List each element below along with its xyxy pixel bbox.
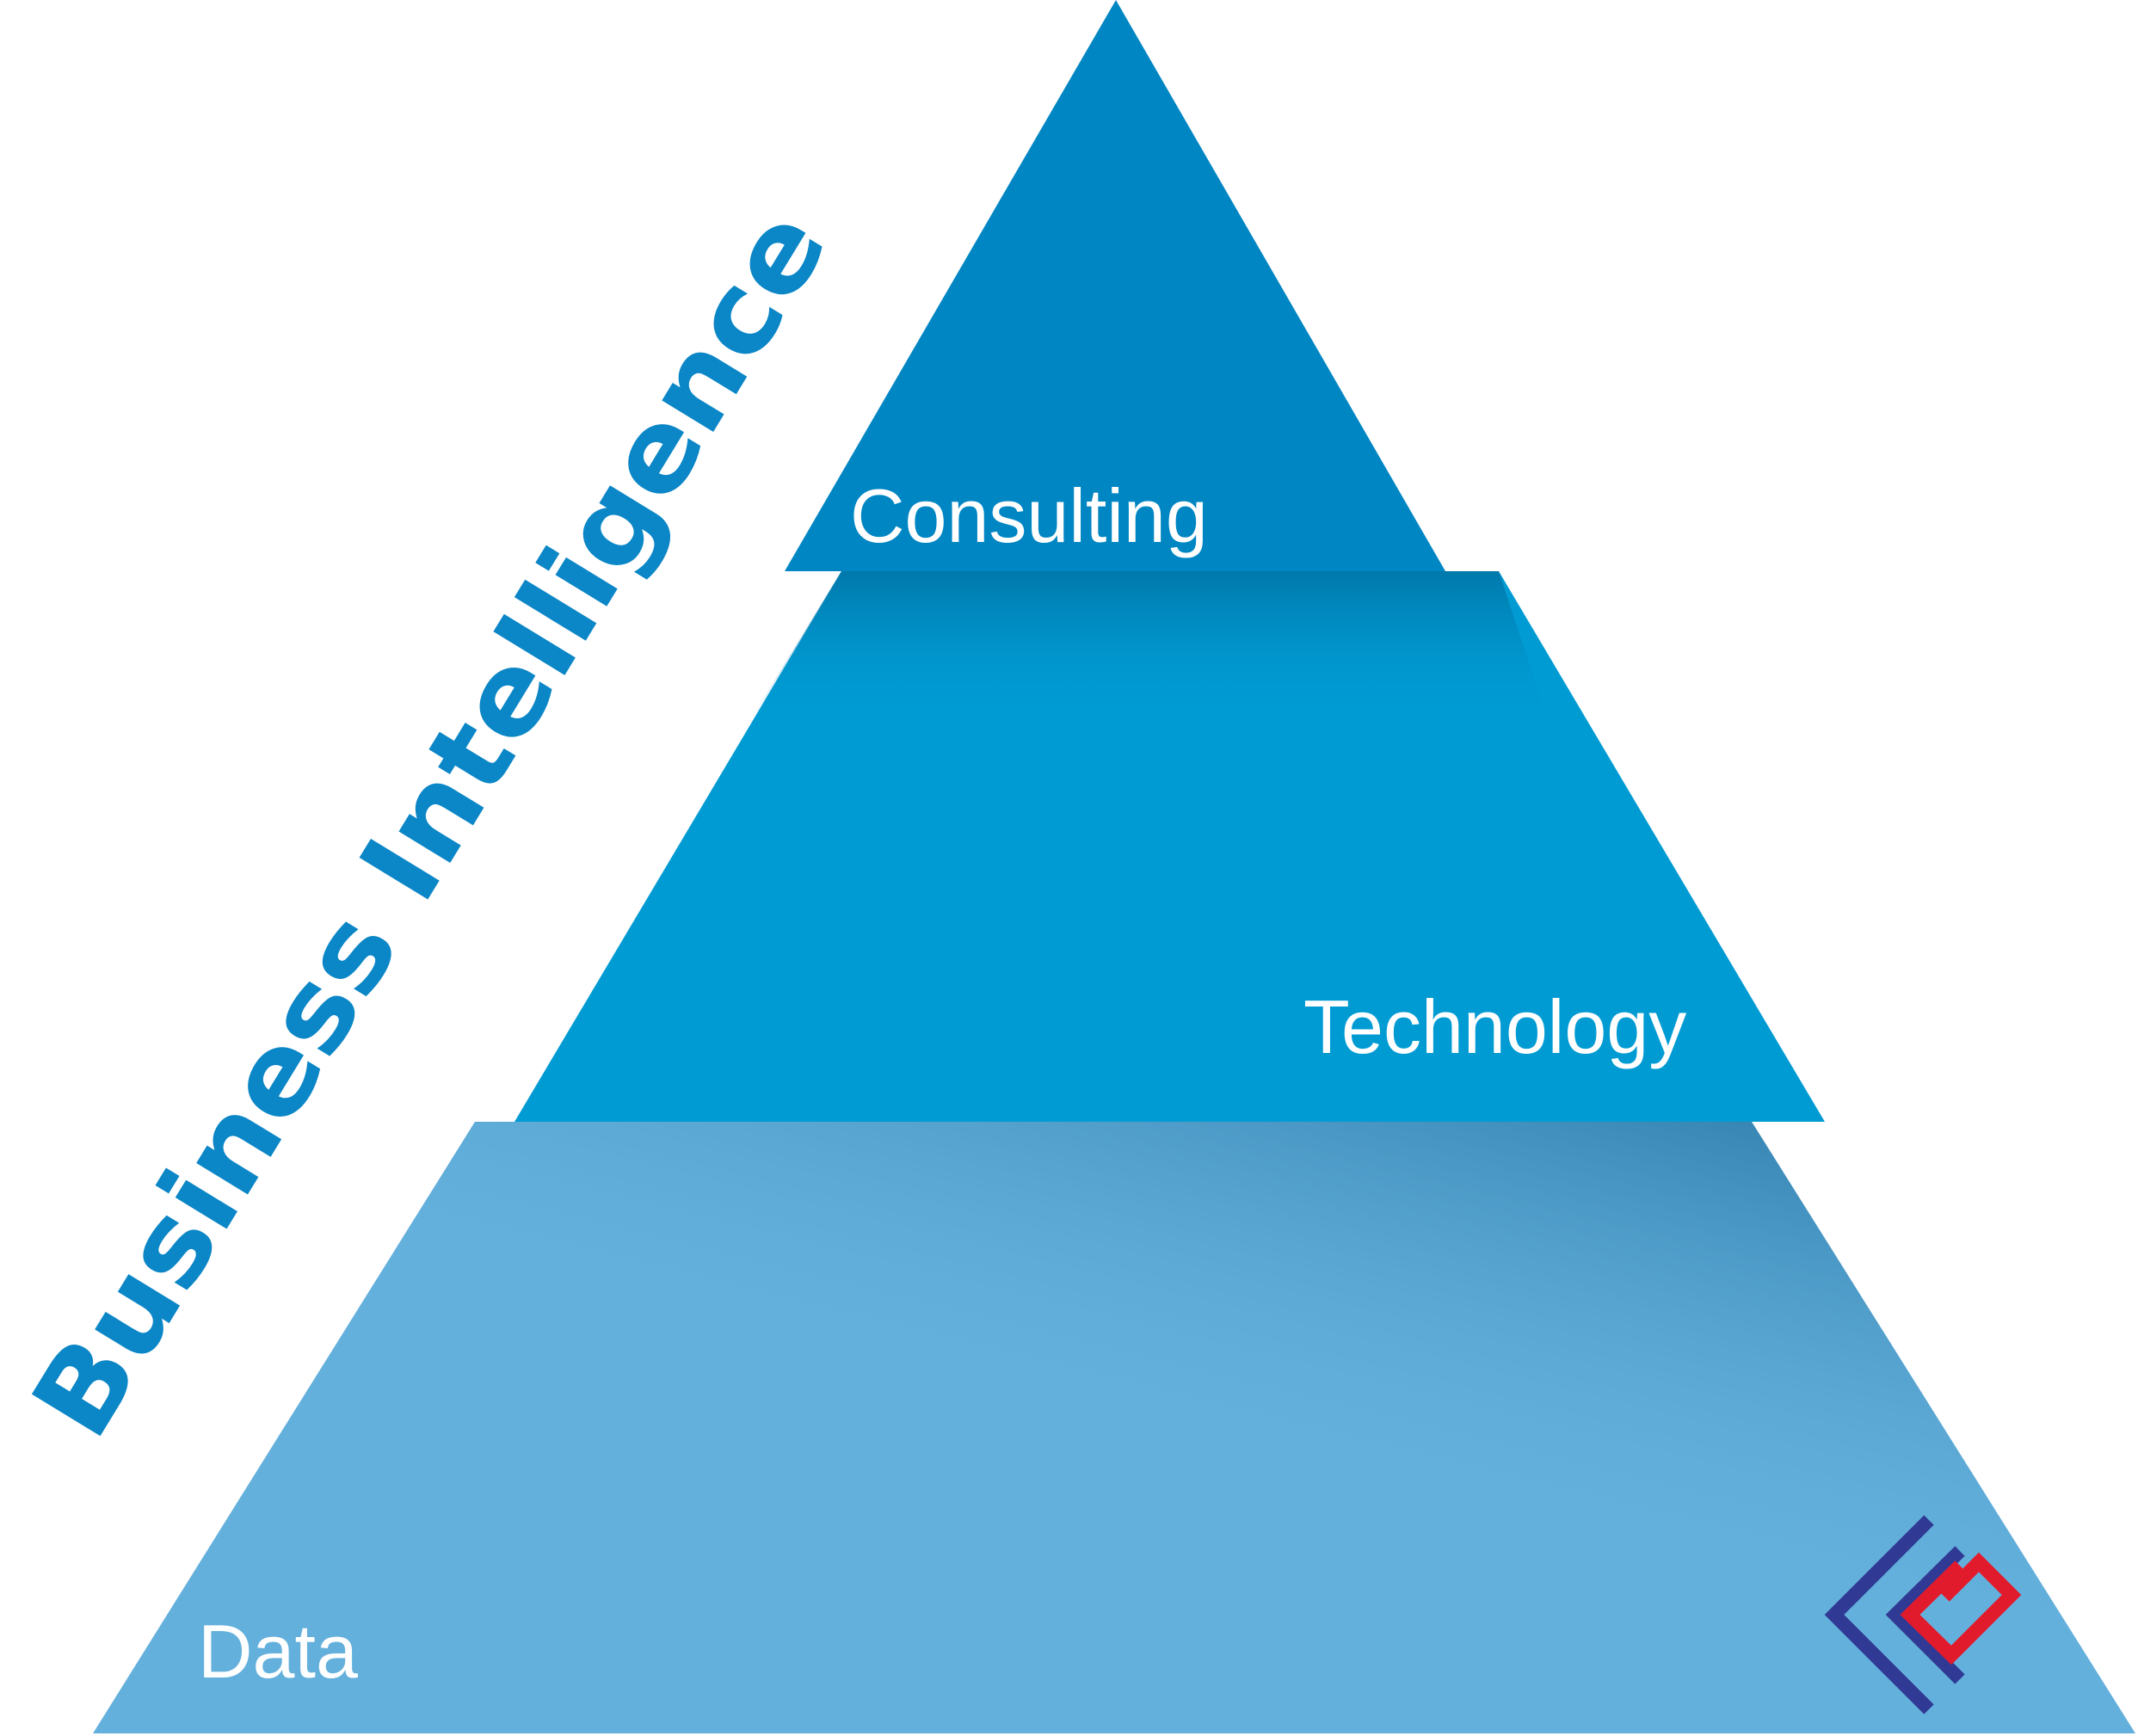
lg-logo-icon [1824, 1515, 2022, 1714]
tier-consulting-label: Consulting [850, 473, 1208, 558]
tier-data-shade [93, 1122, 2135, 1733]
tier-technology: Technology [514, 571, 1825, 1122]
tier-data: Data [93, 1122, 2135, 1733]
tier-consulting: Consulting [785, 0, 1445, 571]
tier-technology-shade [749, 571, 1549, 723]
tier-technology-label: Technology [1303, 984, 1686, 1069]
tier-consulting-shape [785, 0, 1445, 571]
tier-data-label: Data [198, 1609, 358, 1694]
